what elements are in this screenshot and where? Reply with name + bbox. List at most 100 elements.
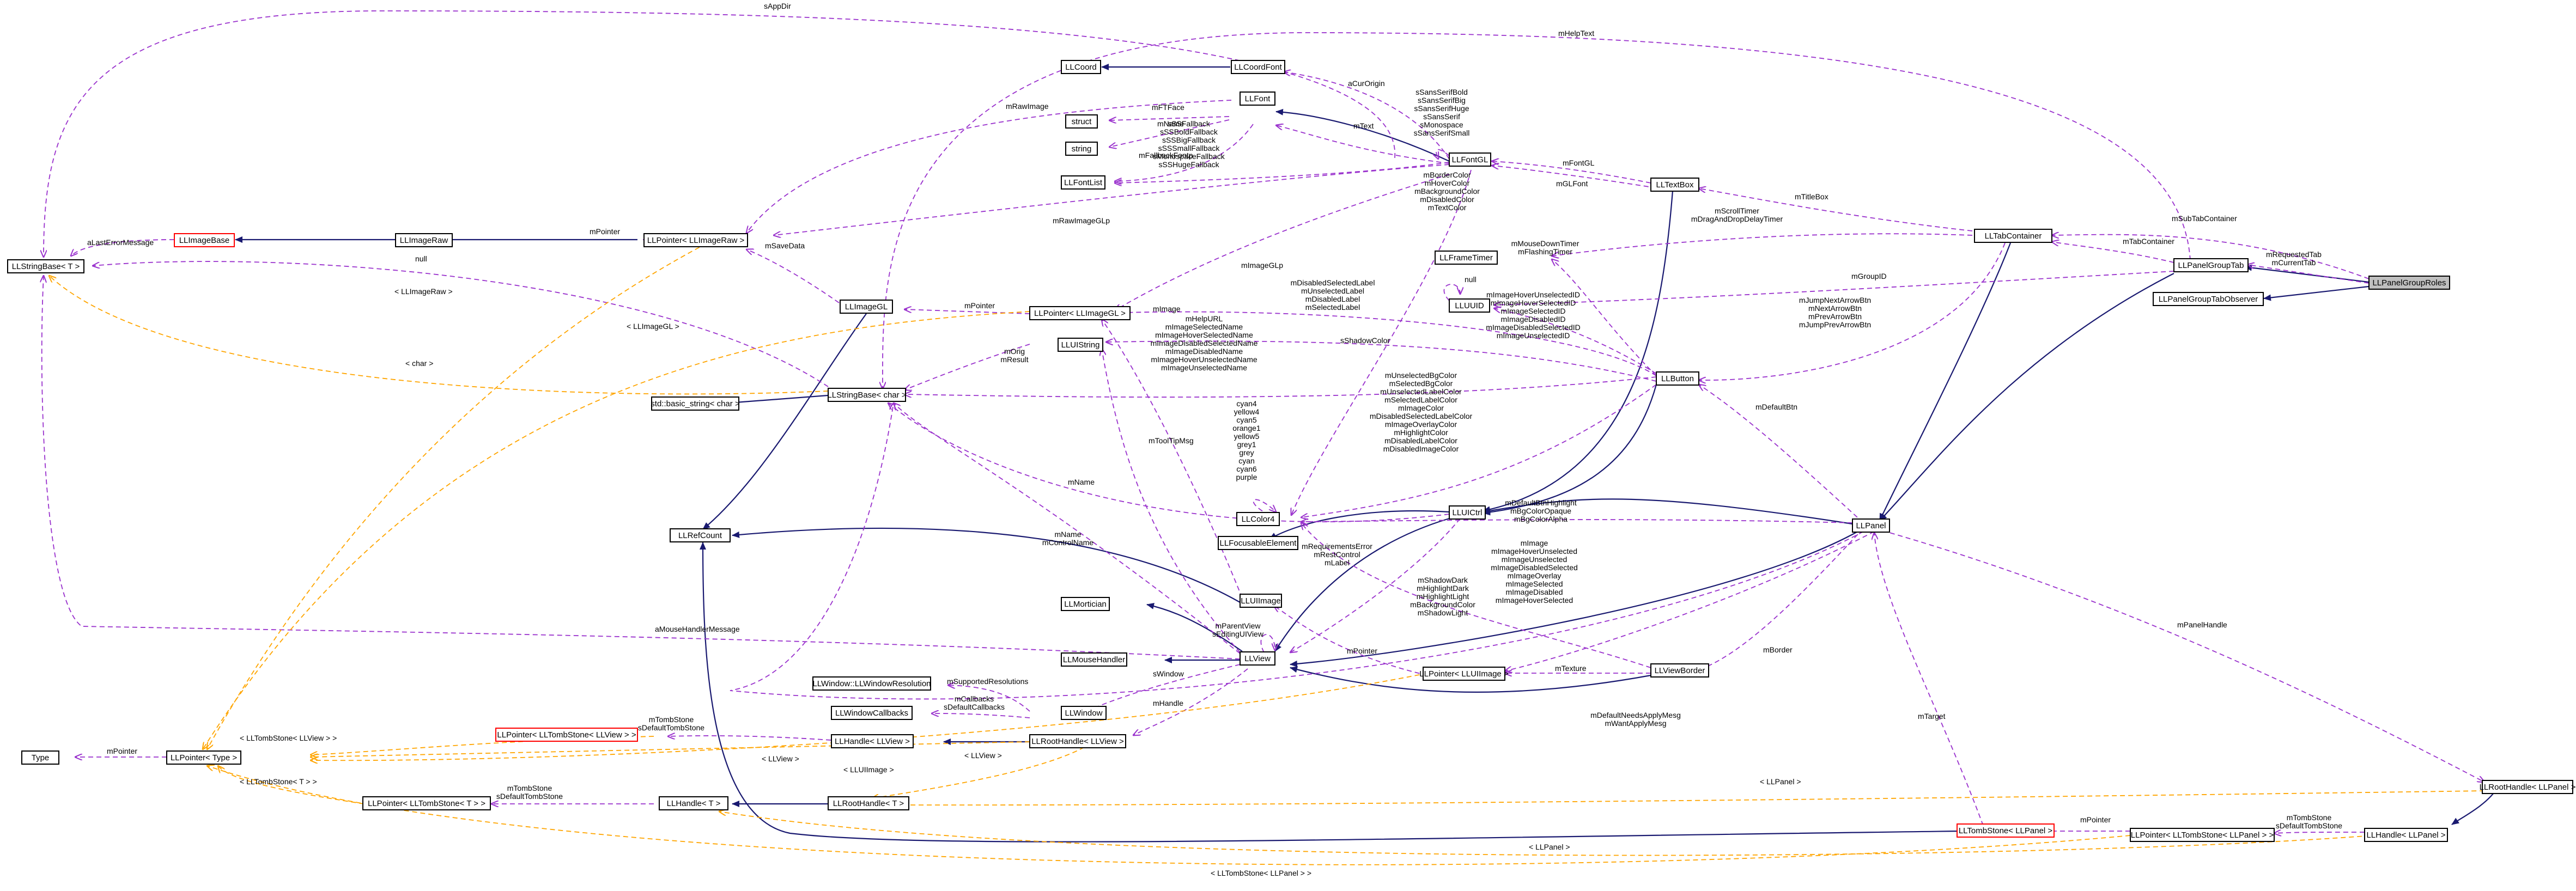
node-imagegl[interactable]: LLImageGL: [840, 300, 893, 314]
node-fontgl[interactable]: LLFontGL: [1449, 152, 1491, 167]
edge-label-line: mResult: [1000, 355, 1028, 364]
node-mousehandler[interactable]: LLMouseHandler: [1061, 652, 1127, 667]
node-coord[interactable]: LLCoord: [1061, 60, 1101, 74]
node-ptr-tombstone-panel[interactable]: LLPointer< LLTombStone< LLPanel > >: [2130, 828, 2275, 842]
node-llstring[interactable]: LLUIString: [1058, 338, 1103, 352]
node-pointer-t[interactable]: LLPointer< Type >: [166, 750, 241, 765]
node-type[interactable]: Type: [21, 750, 59, 765]
edge-label-line: mTombStone: [2287, 813, 2332, 822]
edge-label-line: mImage: [1521, 539, 1548, 547]
node-view[interactable]: LLView: [1240, 651, 1275, 666]
node-string[interactable]: string: [1065, 142, 1098, 156]
node-window[interactable]: LLWindow: [1061, 706, 1107, 720]
edge-label-line: mBgColorAlpha: [1514, 515, 1568, 523]
node-ptr-imageraw[interactable]: LLPointer< LLImageRaw >: [643, 233, 748, 247]
node-ptr-tombstone-view[interactable]: LLPointer< LLTombStone< LLView > >: [495, 728, 638, 742]
node-ptr-imagegl[interactable]: LLPointer< LLImageGL >: [1029, 306, 1131, 320]
nodes: LLPanelGroupRoles LLPanelGroupTab LLPane…: [7, 60, 2576, 842]
node-stringbase-t[interactable]: LLStringBase< T >: [7, 259, 84, 273]
node-tombstone-panel[interactable]: LLTombStone< LLPanel >: [1957, 823, 2055, 838]
node-stringbase-char[interactable]: LLStringBase< char >: [827, 388, 907, 402]
edge-textbox-uictrl: [1483, 190, 1674, 513]
node-frametimer[interactable]: LLFrameTimer: [1435, 251, 1498, 265]
node-windowcallbacks[interactable]: LLWindowCallbacks: [831, 706, 913, 720]
node-viewborder[interactable]: LLViewBorder: [1650, 663, 1709, 678]
edge-label-line: sSansSerifBold: [1415, 88, 1468, 96]
edge-label-line: mImageUnselectedName: [1161, 363, 1247, 372]
node-focusable-label: LLFocusableElement: [1220, 539, 1297, 548]
label-mgroupid: mGroupID: [1851, 272, 1887, 280]
label-mpanelhandle: mPanelHandle: [2177, 620, 2227, 629]
edge-mparentview: [1260, 634, 1275, 653]
edge-label-line: mRequirementsError: [1302, 542, 1372, 551]
node-focusable[interactable]: LLFocusableElement: [1218, 536, 1298, 550]
node-panelgrouptab[interactable]: LLPanelGroupTab: [2173, 258, 2249, 272]
node-uuid[interactable]: LLUUID: [1449, 298, 1490, 313]
node-imageraw[interactable]: LLImageRaw: [395, 233, 453, 247]
edge-label-line: mHelpURL: [1186, 314, 1223, 323]
node-textbox[interactable]: LLTextBox: [1650, 178, 1699, 192]
node-imagebase[interactable]: LLImageBase: [174, 233, 235, 247]
edge-msubtabcontainer: [2052, 235, 2370, 279]
edge-label-line: mShadowDark: [1418, 576, 1468, 584]
edge-shadows: [1301, 523, 1651, 668]
node-struct-label: struct: [1072, 117, 1092, 126]
label-sappdir: sAppDir: [764, 2, 791, 10]
node-basic-string-label: std::basic_string< char >: [651, 399, 740, 408]
node-windowresolution[interactable]: LLWindow::LLWindowResolution: [812, 676, 931, 691]
node-uiimage[interactable]: LLUIImage: [1240, 594, 1282, 608]
edge-view-mortician: [1146, 602, 1243, 652]
edge-stringbase-basicstring: [727, 394, 829, 406]
node-roothandle-t[interactable]: LLRootHandle< T >: [828, 796, 909, 810]
node-window-label: LLWindow: [1065, 709, 1103, 718]
label-tombstone-panel-tpl: < LLTombStone< LLPanel > >: [1211, 869, 1311, 877]
edge-label-line: mHoverColor: [1425, 179, 1470, 187]
node-panelgrouproles[interactable]: LLPanelGroupRoles: [2368, 276, 2450, 290]
node-tabcontainer[interactable]: LLTabContainer: [1974, 229, 2052, 243]
label-imagegl-tpl: < LLImageGL >: [627, 322, 679, 331]
edge-mtext: [1276, 125, 1450, 164]
node-panel[interactable]: LLPanel: [1852, 518, 1890, 533]
edge-label-line: mCurrentTab: [2272, 258, 2316, 267]
node-ptr-uiimage[interactable]: LLPointer< LLUIImage >: [1419, 667, 1509, 681]
node-basic-string[interactable]: std::basic_string< char >: [651, 396, 740, 411]
edge-mhelptext: [883, 32, 2191, 389]
node-handle-panel[interactable]: LLHandle< LLPanel >: [2364, 828, 2448, 842]
label-mimage: mImage: [1153, 304, 1181, 313]
edge-mscrolltimer: [1552, 233, 1973, 256]
node-handle-t[interactable]: LLHandle< T >: [659, 796, 728, 810]
node-pointer-t-label: LLPointer< Type >: [171, 753, 238, 762]
node-handle-view[interactable]: LLHandle< LLView >: [831, 734, 914, 748]
node-struct[interactable]: struct: [1065, 114, 1098, 129]
node-color4[interactable]: LLColor4: [1236, 512, 1280, 526]
node-ptr-tombstone-t[interactable]: LLPointer< LLTombStone< T > >: [362, 796, 491, 810]
node-roothandle-panel-box[interactable]: LLRootHandle< LLPanel >: [2480, 780, 2576, 794]
edge-tpl-char: [49, 276, 829, 395]
label-mtooltipmsg: mToolTipMsg: [1149, 436, 1194, 445]
edge-label-line: sSansSerifHuge: [1414, 104, 1469, 113]
edge-label-line: mBorderColor: [1423, 170, 1471, 179]
node-mortician[interactable]: LLMortician: [1061, 597, 1110, 611]
node-windowresolution-label: LLWindow::LLWindowResolution: [812, 679, 931, 688]
label-mtarget: mTarget: [1918, 712, 1946, 721]
edge-mdefaultbtn: [1699, 385, 1864, 523]
label-tombstone-view-tpl: < LLTombStone< LLView > >: [240, 734, 337, 742]
node-coordfont[interactable]: LLCoordFont: [1231, 60, 1285, 74]
node-fontlist[interactable]: LLFontList: [1061, 175, 1105, 190]
edge-mimage: [1102, 319, 1243, 599]
node-uictrl[interactable]: LLUICtrl: [1449, 505, 1486, 520]
node-refcount[interactable]: LLRefCount: [670, 528, 731, 542]
edge-defaultneeds: [730, 403, 1864, 700]
edge-tpl-tombstone-panel: [207, 766, 2131, 865]
node-panelgrouptabobserver[interactable]: LLPanelGroupTabObserver: [2153, 292, 2264, 306]
node-font[interactable]: LLFont: [1240, 91, 1275, 106]
node-roothandle-view[interactable]: LLRootHandle< LLView >: [1029, 734, 1126, 748]
edge-roothandle-panel-handle: [2451, 790, 2496, 825]
node-button[interactable]: LLButton: [1656, 371, 1699, 386]
edge-null-uuid: [1443, 284, 1460, 301]
